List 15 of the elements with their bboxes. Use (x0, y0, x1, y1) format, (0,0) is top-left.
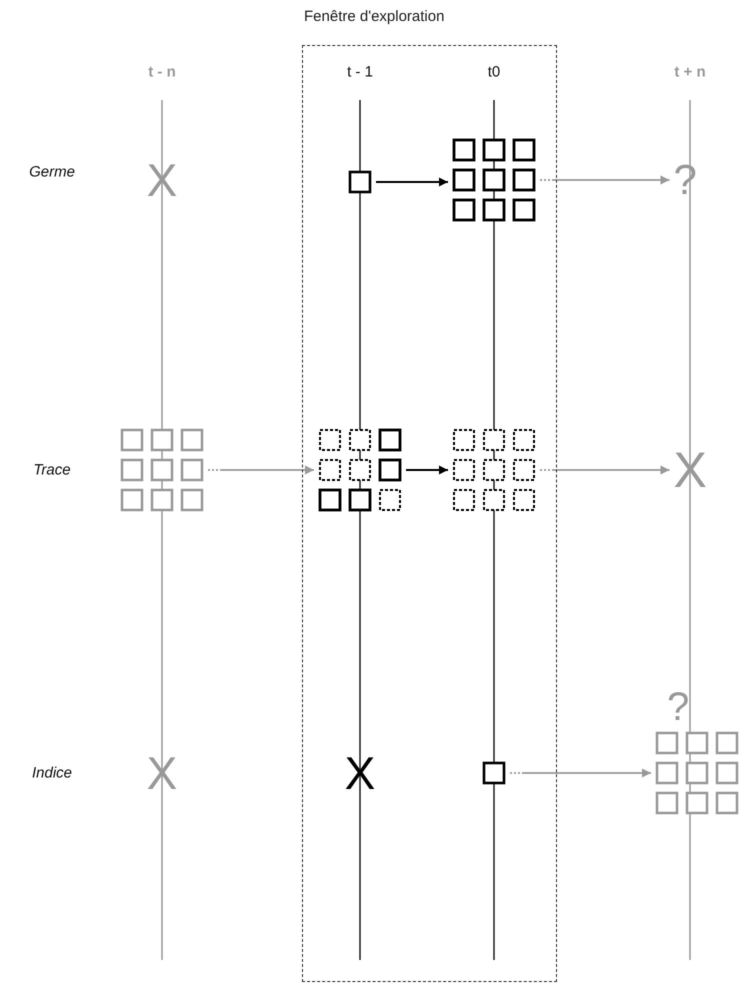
window-title: Fenêtre d'exploration (304, 8, 444, 25)
time-label: t0 (488, 64, 500, 80)
row-label: Indice (32, 766, 72, 780)
time-label: t - n (148, 64, 176, 80)
question-mark: ? (666, 687, 690, 731)
arrow (540, 176, 670, 184)
arrow (376, 178, 448, 186)
time-label: t - 1 (347, 64, 373, 80)
time-label: t + n (674, 64, 706, 80)
row-label: Germe (29, 164, 75, 180)
arrow (406, 466, 448, 474)
row-label: Trace (33, 462, 71, 478)
arrow (540, 466, 670, 474)
arrow (208, 466, 314, 474)
arrow (510, 768, 651, 778)
